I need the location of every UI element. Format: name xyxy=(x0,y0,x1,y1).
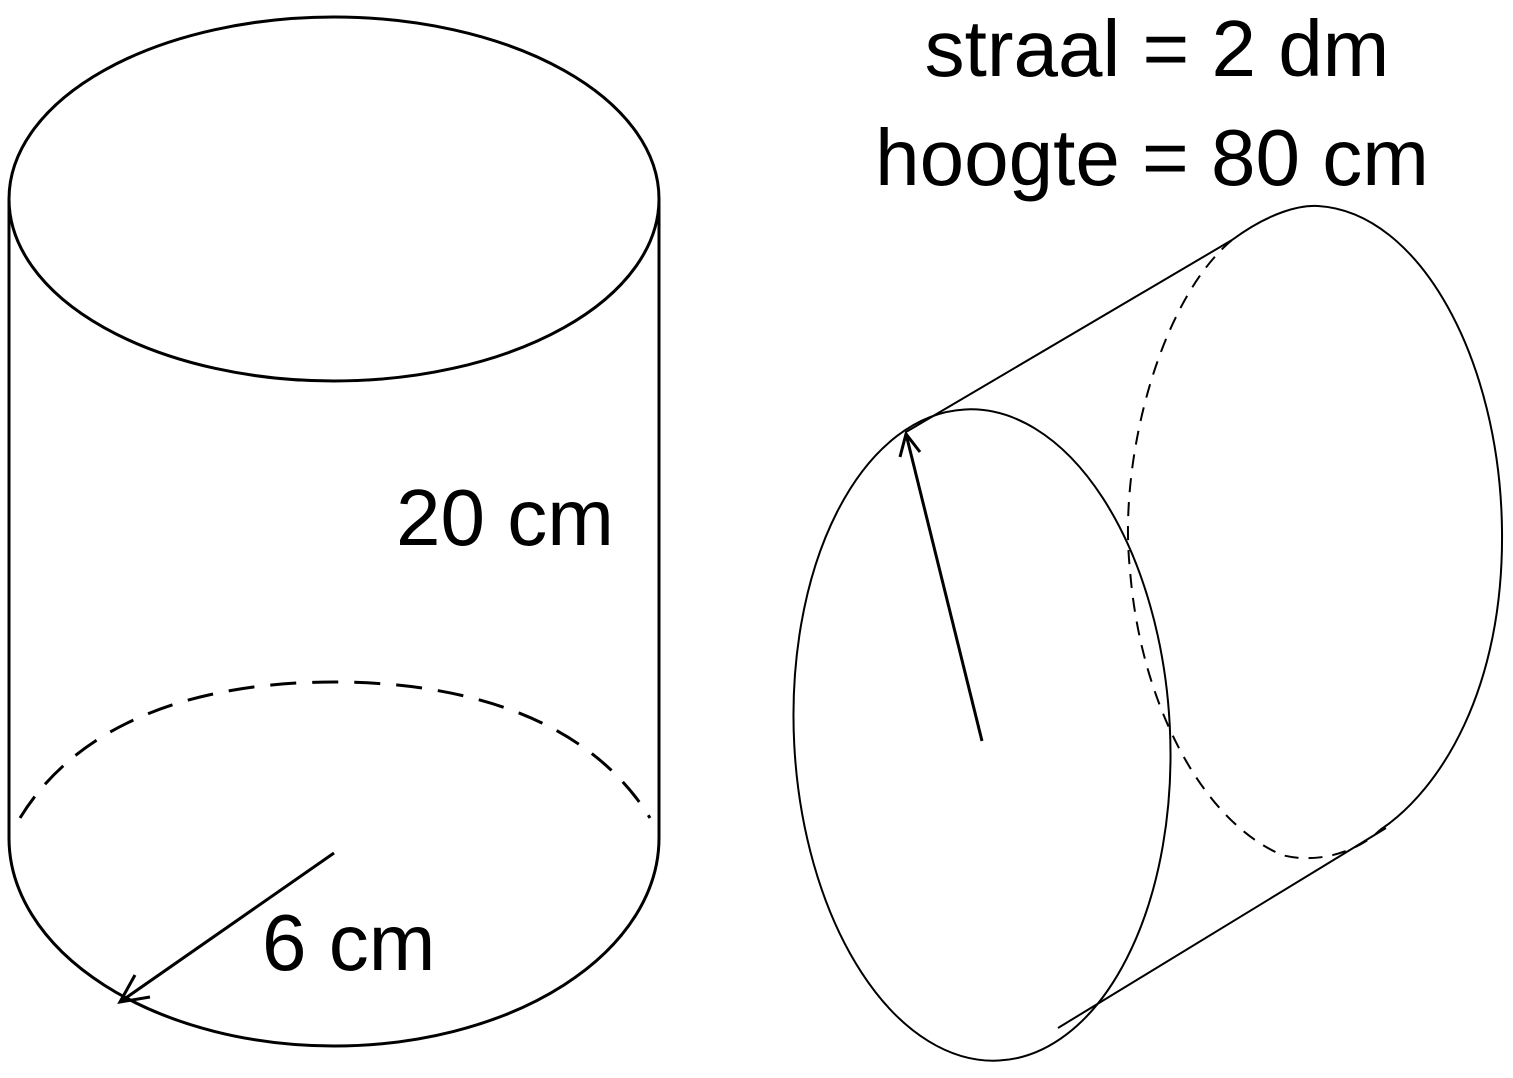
right-cylinder: straal = 2 dm hoogte = 80 cm xyxy=(792,4,1504,1062)
left-radius-label: 6 cm xyxy=(262,898,435,987)
left-cylinder-bottom-back-arc xyxy=(18,680,652,819)
right-radius-arrowhead xyxy=(898,430,922,458)
left-cylinder-top-face xyxy=(7,15,661,383)
right-radius-text: straal = 2 dm xyxy=(925,4,1390,93)
right-cylinder-back-face-visible xyxy=(1231,204,1504,831)
right-cylinder-top-edge xyxy=(905,239,1233,433)
right-cylinder-bottom-edge xyxy=(1057,827,1387,1029)
right-cylinder-front-face xyxy=(792,408,1172,1062)
left-radius-arrowhead xyxy=(117,974,151,1004)
right-height-text: hoogte = 80 cm xyxy=(875,113,1429,202)
left-radius-line xyxy=(119,851,335,1004)
left-height-label: 20 cm xyxy=(396,473,614,562)
left-cylinder: 20 cm 6 cm xyxy=(7,15,661,1048)
right-cylinder-back-face-hidden xyxy=(1126,239,1381,860)
right-radius-line xyxy=(904,433,984,742)
left-cylinder-bottom-front-arc xyxy=(7,837,661,1048)
